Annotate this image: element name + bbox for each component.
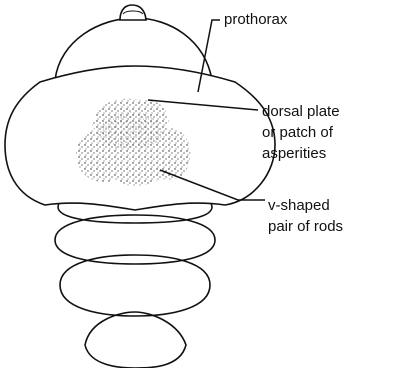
label-rods-2: pair of rods [268, 218, 343, 235]
label-dorsal-plate-2: or patch of [262, 124, 334, 141]
body-segment-5 [85, 312, 186, 368]
label-rods-1: v-shaped [268, 197, 330, 214]
label-prothorax: prothorax [224, 11, 288, 28]
label-dorsal-plate-3: asperities [262, 145, 326, 162]
label-dorsal-plate-1: dorsal plate [262, 103, 340, 120]
